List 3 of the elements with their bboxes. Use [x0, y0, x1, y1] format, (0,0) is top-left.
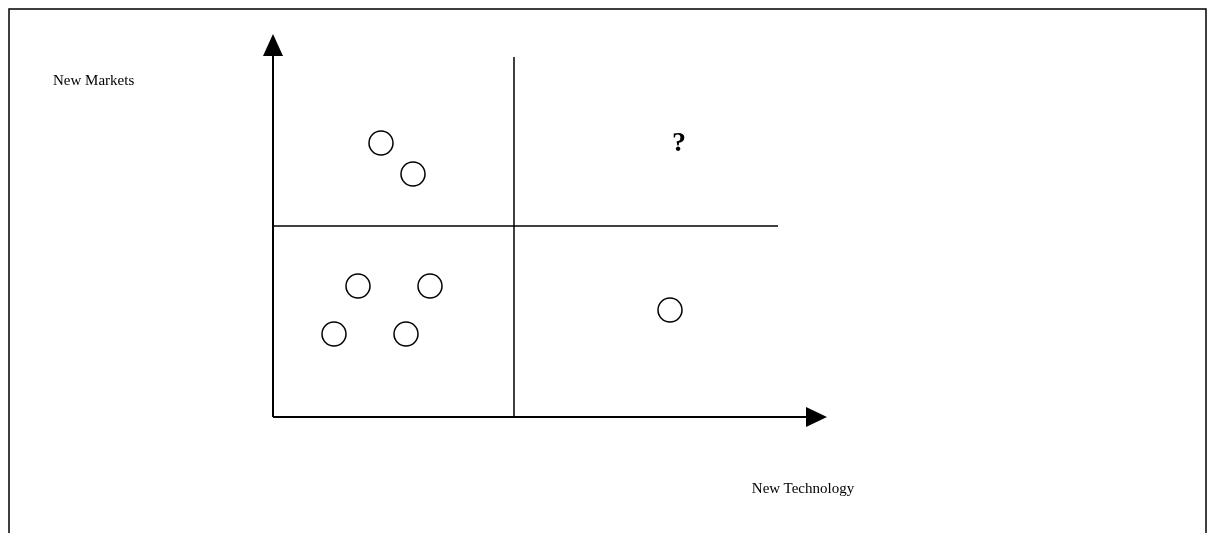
question-mark: ?	[672, 125, 686, 159]
axis-label: New Technology	[750, 479, 856, 498]
axis-label: New Markets	[53, 71, 135, 90]
